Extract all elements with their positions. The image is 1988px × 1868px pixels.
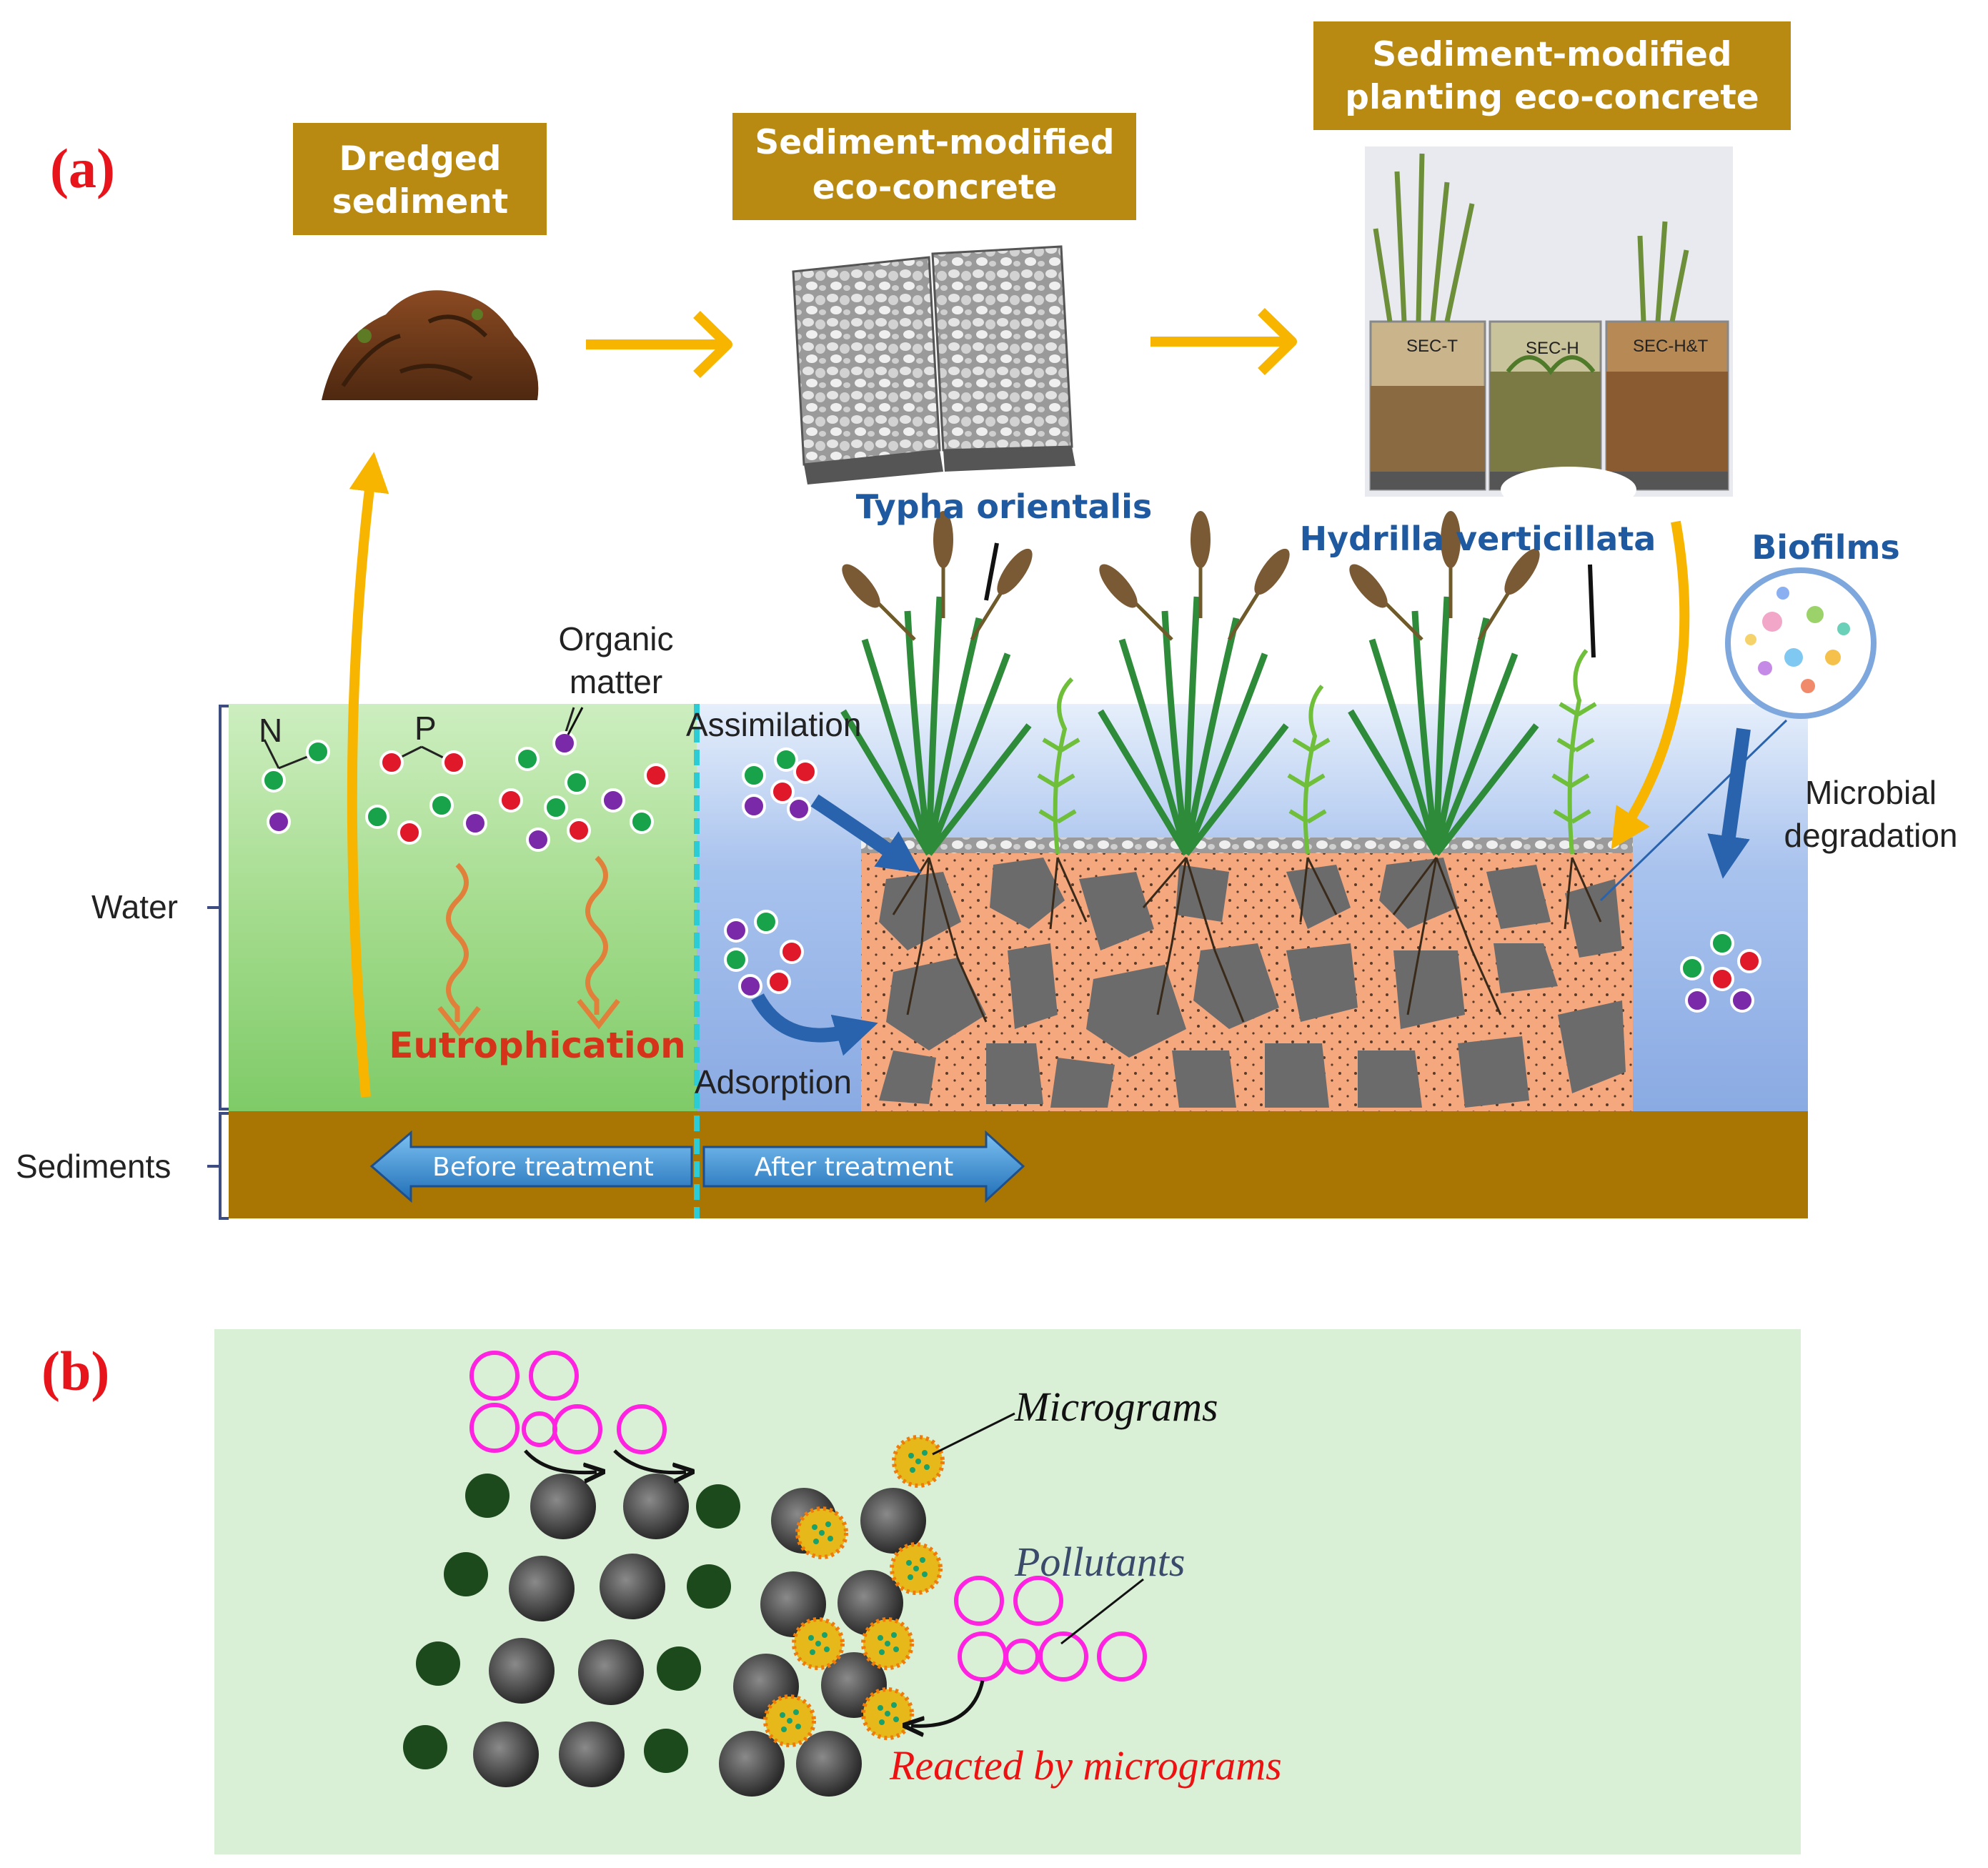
nutrient-molecules-after — [724, 747, 1761, 1013]
process-arrow-1 — [586, 310, 732, 379]
organic-matter-pointer — [567, 707, 584, 735]
jar-label-sec-h: SEC-H — [1526, 339, 1579, 358]
eutrophication-label: Eutrophication — [389, 1025, 686, 1066]
sediment-particles-green — [403, 1474, 740, 1773]
adsorption-arrow — [751, 993, 878, 1056]
soil-pile-image — [322, 290, 539, 400]
micrograms-pointer — [932, 1412, 1015, 1456]
eco-concrete-image — [792, 245, 1075, 485]
microgram-cells — [763, 1435, 945, 1747]
svg-text:Sediment-modified: Sediment-modified — [1372, 35, 1731, 74]
box-planting-eco-concrete: Sediment-modified planting eco-concrete — [1313, 21, 1791, 130]
panel-a-label: (a) — [50, 137, 115, 199]
svg-text:After treatment: After treatment — [755, 1153, 954, 1182]
svg-text:eco-concrete: eco-concrete — [812, 168, 1057, 207]
svg-text:Before treatment: Before treatment — [432, 1153, 654, 1182]
biofilm-icon — [1725, 567, 1877, 719]
microbial-arrow — [1707, 727, 1751, 879]
svg-text:planting eco-concrete: planting eco-concrete — [1345, 78, 1759, 117]
assimilation-arrow — [810, 794, 922, 874]
pollutants-pointer — [1060, 1578, 1144, 1645]
biofilm-pointer — [1599, 719, 1788, 902]
phosphorus-label: P — [414, 710, 437, 747]
assimilation-label: Assimilation — [686, 706, 861, 743]
layer-axis — [207, 705, 229, 1220]
microbial-label-2: degradation — [1784, 817, 1958, 854]
typha-plants — [840, 511, 1540, 856]
svg-text:Sediment-modified: Sediment-modified — [755, 123, 1114, 162]
box-dredged-sediment: Dredged sediment — [293, 123, 547, 235]
sediments-label: Sediments — [16, 1148, 171, 1185]
microbial-label-1: Microbial — [1805, 774, 1937, 811]
reacted-label: Reacted by micrograms — [889, 1742, 1282, 1789]
water-label: Water — [91, 888, 178, 925]
box-eco-concrete: Sediment-modified eco-concrete — [732, 113, 1136, 220]
svg-text:sediment: sediment — [332, 182, 508, 222]
organic-matter-label-1: Organic — [558, 620, 673, 657]
jar-sec-t — [1369, 320, 1486, 491]
water-before-treatment — [229, 704, 697, 1111]
svg-text:Dredged: Dredged — [339, 139, 502, 179]
typha-pointer — [984, 542, 999, 601]
biofilms-label: Biofilms — [1751, 528, 1900, 567]
hydrilla-label: Hydrilla verticillata — [1300, 520, 1656, 558]
hydrilla-pointer — [1588, 564, 1596, 658]
hydrilla-plants — [1037, 649, 1597, 855]
nutrient-molecules-before — [262, 707, 668, 852]
nitrogen-label: N — [259, 712, 282, 749]
panel-b-label: (b) — [41, 1340, 109, 1402]
before-treatment-arrow: Before treatment — [369, 1130, 693, 1203]
plant-roots — [892, 857, 1602, 1023]
jar-label-sec-t: SEC-T — [1406, 337, 1458, 356]
typha-label: Typha orientalis — [856, 487, 1153, 526]
micrograms-label: Micrograms — [1014, 1383, 1218, 1430]
process-arrow-2 — [1150, 307, 1297, 376]
pollutant-flow-arrows — [524, 1449, 985, 1726]
pollutant-rings — [469, 1351, 1147, 1681]
jar-label-sec-ht: SEC-H&T — [1633, 337, 1709, 356]
eutrophication-arrows — [437, 855, 620, 1037]
planting-jars-photo: SEC-T SEC-H SEC-H&T — [1365, 146, 1733, 512]
return-arrow-up — [347, 452, 389, 1098]
adsorption-label: Adsorption — [695, 1063, 852, 1101]
organic-matter-label-2: matter — [570, 663, 662, 700]
pollutants-label: Pollutants — [1014, 1539, 1185, 1585]
return-arrow-down — [1611, 520, 1690, 850]
after-treatment-arrow: After treatment — [702, 1130, 1025, 1203]
